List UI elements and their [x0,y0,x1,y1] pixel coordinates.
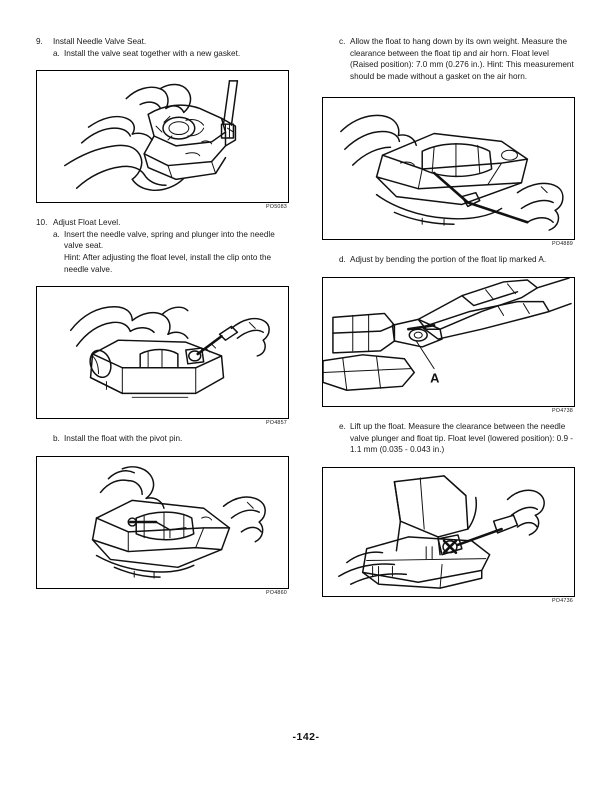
figure-po4738-artwork: A [323,277,574,406]
figure-po4738-label-a-text: A [430,370,439,385]
step-10c-marker: c. [339,37,346,46]
step-9: 9. Install Needle Valve Seat. [36,36,291,48]
step-10c: c. Allow the float to hang down by its o… [322,36,577,82]
step-10a-marker: a. [53,229,60,239]
step-9a-text: Install the valve seat together with a n… [64,48,241,58]
spacer [322,247,577,254]
figure-po4860 [36,455,289,589]
figure-po4736 [322,466,575,597]
step-9a-marker: a. [53,48,60,58]
step-10e-text: Lift up the float. Measure the clearance… [350,421,574,455]
step-10d-text: Adjust by bending the portion of the flo… [350,255,547,265]
step-10b: b. Install the float with the pivot pin. [36,433,291,445]
step-10e: e. Lift up the float. Measure the cleara… [322,421,577,456]
spacer [36,210,291,217]
figure-po4857 [36,286,289,420]
spacer [322,266,577,277]
step-10a-body: Insert the needle valve, spring and plun… [64,229,291,275]
step-10e-marker: e. [339,421,346,431]
step-10d-marker: d. [339,255,346,265]
step-10: 10. Adjust Float Level. [36,217,291,229]
step-10-marker: 10. [36,218,48,228]
spacer [322,456,577,467]
figure-po5083-caption: PO5083 [266,204,287,211]
right-column: c. Allow the float to hang down by its o… [322,36,577,604]
figure-po4738: A A [322,276,575,407]
step-10-title: Adjust Float Level. [53,218,121,228]
step-10a-line-2: Hint: After adjusting the float level, i… [64,252,272,274]
figure-po4889-caption: PO4889 [552,241,573,248]
spacer [36,426,291,433]
left-column: 9. Install Needle Valve Seat. a. Install… [36,36,291,596]
step-10b-text: Install the float with the pivot pin. [64,434,183,444]
figure-po4889-artwork [323,98,574,239]
step-10c-text: Allow the float to hang down by its own … [350,37,574,81]
figure-po4889 [322,97,575,241]
step-9a: a. Install the valve seat together with … [36,48,291,60]
figure-po4857-caption: PO4857 [266,420,287,427]
step-9-title: Install Needle Valve Seat. [53,37,147,46]
figure-po4860-artwork [37,457,288,588]
figure-po4736-caption: PO4736 [552,597,573,604]
figure-po5083-artwork [37,71,288,202]
step-10d: d. Adjust by bending the portion of the … [322,254,577,266]
figure-po4860-caption: PO4860 [266,589,287,596]
spacer [36,445,291,456]
spacer [322,414,577,421]
spacer [36,275,291,286]
figure-po4857-artwork [37,287,288,418]
spacer [322,82,577,97]
page-number: -142- [292,731,320,743]
figure-po5083 [36,70,289,204]
spacer [36,59,291,70]
figure-po4738-caption: PO4738 [552,407,573,414]
step-10b-marker: b. [53,434,60,444]
step-9-marker: 9. [36,37,43,46]
figure-po4736-artwork [323,468,574,596]
step-10a-line-1: Insert the needle valve, spring and plun… [64,229,275,251]
step-10a: a. Insert the needle valve, spring and p… [36,229,291,275]
